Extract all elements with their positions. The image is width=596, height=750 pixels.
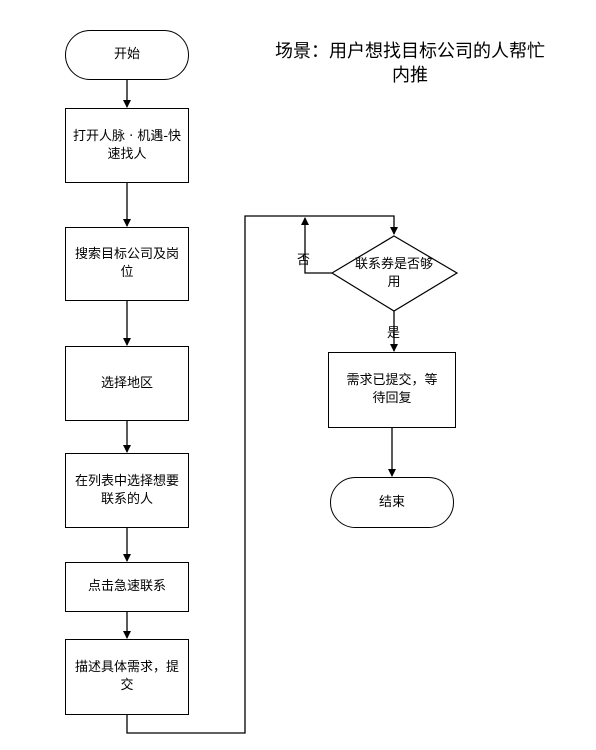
- edge-describe-decision: [126, 215, 398, 734]
- scene-title: 场景：用户想找目标公司的人帮忙内推: [275, 41, 545, 86]
- select-region-node: 选择地区: [65, 346, 189, 421]
- search-company-node: 搜索目标公司及岗位: [65, 227, 189, 301]
- edge-label-no: 否: [297, 253, 311, 268]
- decision-label: 联系券是否够用: [354, 257, 433, 290]
- start-node: 开始: [65, 30, 189, 80]
- end-node: 结束: [330, 477, 454, 528]
- submitted-node: 需求已提交，等待回复: [328, 352, 456, 428]
- open-network-node: 打开人脉 · 机遇-快速找人: [65, 108, 189, 183]
- decision-diamond: [330, 235, 459, 312]
- describe-submit-node: 描述具体需求，提交: [65, 639, 189, 715]
- quick-contact-node: 点击急速联系: [65, 562, 189, 612]
- edge-label-yes: 是: [387, 326, 401, 341]
- edge-decision-no-loop: [301, 217, 332, 274]
- choose-person-node: 在列表中选择想要联系的人: [65, 453, 189, 528]
